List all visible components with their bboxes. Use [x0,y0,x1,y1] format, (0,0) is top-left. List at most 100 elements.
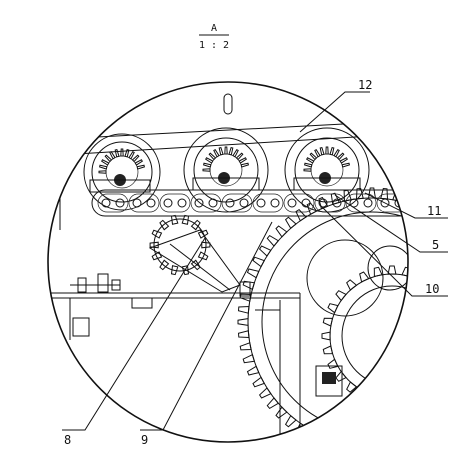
inner-gear-tooth [401,394,408,406]
large-gear-tooth [330,438,341,442]
large-gear-tooth [306,202,318,216]
drive-sprocket-tooth [159,259,170,271]
chain-pin [194,198,204,208]
inner-gear-tooth [322,317,334,327]
roller-tooth [224,146,228,155]
large-gear-tooth [448,416,455,427]
callout-10: 10 [425,282,439,296]
chain-pin [287,198,297,208]
roller-tooth [314,149,321,158]
roller-sprocket-teeth [98,146,350,174]
roller-tooth [136,164,145,170]
large-gear-tooth [343,189,352,202]
chain-pin [225,198,235,208]
drive-sprocket-tooth [190,259,201,271]
large-gear-tooth [266,234,280,247]
chain-link [221,193,253,213]
inner-gear-tooth [446,304,455,313]
inner-gear-tooth [335,370,347,382]
inner-gear-tooth [415,272,424,282]
large-gear-tooth [381,445,388,456]
large-gear-tooth [403,192,408,206]
roller-tooth [213,149,220,158]
roller-tooth [341,162,350,168]
large-gear-tooth [246,365,260,376]
roller-tooth [304,162,313,168]
roller-tooth [240,162,249,168]
callout-12: 12 [358,78,372,92]
top-slot [223,93,233,115]
roller-tooth [309,152,318,161]
callout-9: 9 [141,433,148,447]
inner-gear-tooth [322,345,334,355]
roller-tooth [202,168,211,172]
roller-tooth [128,151,135,160]
inner-gear-tooth [373,266,383,278]
roller-tooth [99,164,108,170]
large-gear-tooth [239,342,252,351]
inner-gear-tooth [401,266,408,278]
leader-8 [62,237,206,431]
leader-11 [364,192,448,219]
roller-tooth [303,168,312,172]
view-title: A 1 : 2 [199,23,229,51]
inner-gear-tooth [452,318,455,326]
inner-gear-tooth [346,279,358,291]
roller-tooth [203,162,212,168]
bolt-assembly [70,273,121,293]
callout-labels: 12 11 5 10 8 9 [64,78,441,447]
large-gear-tooth [275,406,288,419]
callout-11: 11 [427,204,441,218]
roller-tooth [232,149,239,158]
leader-lines [62,91,448,431]
roller-tooth [98,170,107,174]
large-gear-tooth [284,216,297,230]
inner-gear-tooth [359,271,370,283]
roller-tooth [333,149,340,158]
large-gear-tooth [237,305,250,314]
large-gear-tooth [252,376,266,388]
inner-gear-tooth [452,346,455,354]
inner-gear-tooth [373,394,383,406]
drive-sprocket-tooth [151,229,163,239]
roller-tooth [131,154,140,163]
leader-9 [140,221,273,431]
large-gear-tooth [344,443,351,454]
large-gear-tooth [380,187,389,200]
inner-gear-tooth [327,358,339,369]
large-gear-tooth [246,268,260,279]
roller-tooth [109,151,116,160]
housing-edge [48,119,408,141]
inner-gear-tooth [321,331,331,341]
roller-tooth [124,149,130,158]
chain-pin [177,198,187,208]
roller-tooth [218,147,224,156]
leader-10 [319,204,448,297]
large-gear-tooth [357,445,364,456]
roller-tooth [114,149,120,158]
inner-gear-tooth [346,381,358,393]
large-gear-tooth [242,280,256,291]
large-gear-tooth [369,446,376,456]
roller-tooth [339,157,348,164]
drive-sprocket-tooth [159,219,170,231]
roller-tooth [104,154,113,163]
inner-gear-tooth [438,372,448,382]
large-gear-tooth [275,225,288,238]
chain-pin [363,198,373,208]
large-gear-tooth [266,397,280,410]
base-plate [50,281,301,440]
drive-sprocket-tooth [170,214,179,225]
large-gear-tooth [295,208,307,222]
large-gear-tooth [237,318,249,326]
chain-link [190,193,222,213]
roller-tooth [336,152,345,161]
chain-link [252,193,284,213]
chain-pin [270,198,280,208]
detail-boundary-circle [47,81,409,443]
inner-gear-tooth [327,303,339,314]
large-gear-tooth [448,217,455,228]
large-gear-tooth [258,387,272,399]
inner-gear-tooth [415,390,424,400]
